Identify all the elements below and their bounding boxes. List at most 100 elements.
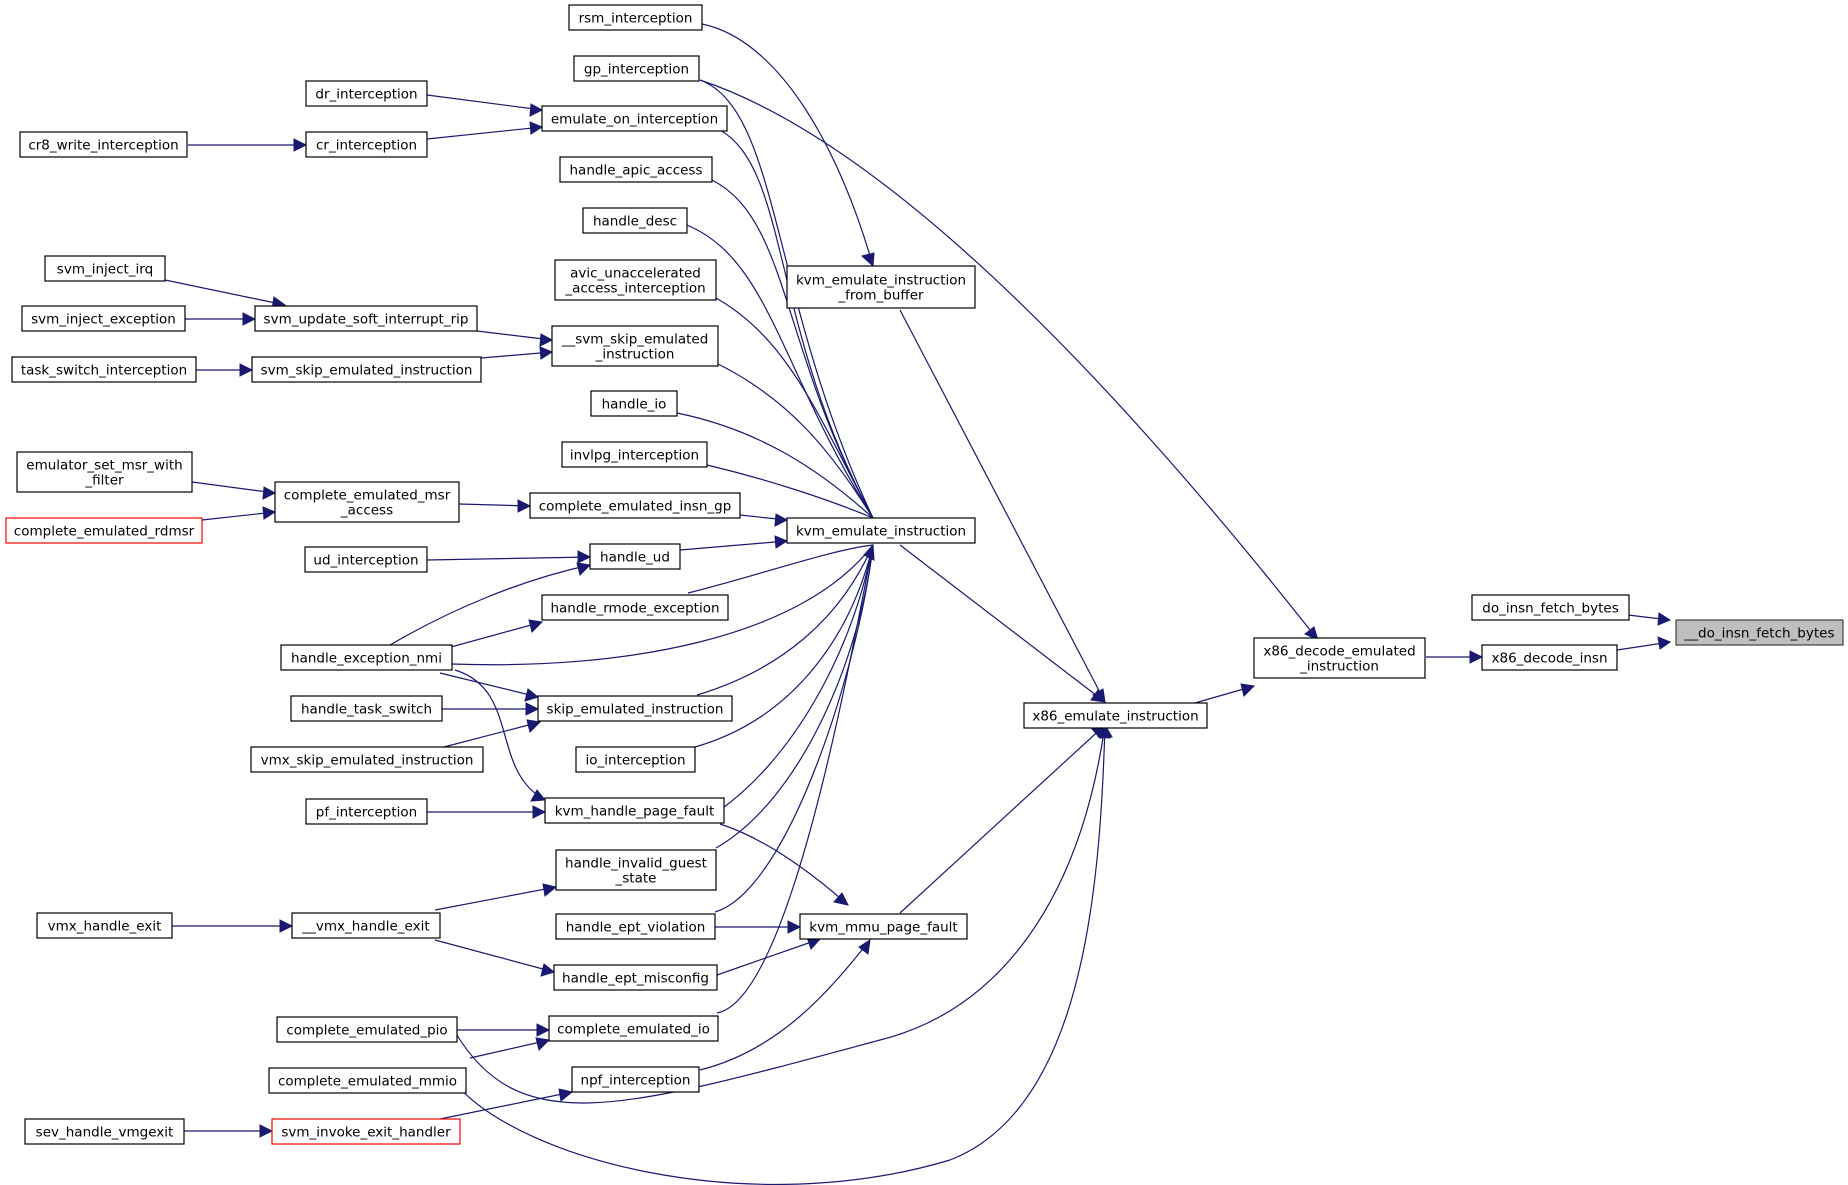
node-box[interactable] xyxy=(291,912,441,939)
node-complete-emulated-msr-access[interactable]: complete_emulated_msr_access xyxy=(274,481,460,523)
node-rsm-interception[interactable]: rsm_interception xyxy=(568,4,703,31)
node-svm-update-soft-interrupt-rip[interactable]: svm_update_soft_interrupt_rip xyxy=(254,305,478,332)
node-box[interactable] xyxy=(1675,619,1844,646)
node-x86-decode-emulated-instruction[interactable]: x86_decode_emulated_instruction xyxy=(1253,637,1426,679)
node-box[interactable] xyxy=(11,356,197,383)
node-box[interactable] xyxy=(551,325,719,367)
node-box[interactable] xyxy=(305,798,428,825)
node-box[interactable] xyxy=(561,441,708,468)
node-box[interactable] xyxy=(529,492,741,519)
node-avic-unaccelerated-access-interception[interactable]: avic_unaccelerated_access_interception xyxy=(554,259,717,301)
node-complete-emulated-io[interactable]: complete_emulated_io xyxy=(548,1015,719,1042)
node-svm-skip-emulated-instruction-inner[interactable]: __svm_skip_emulated_instruction xyxy=(551,325,719,367)
node-cr8-write-interception[interactable]: cr8_write_interception xyxy=(19,131,188,158)
node-box[interactable] xyxy=(305,131,428,158)
node-handle-rmode-exception[interactable]: handle_rmode_exception xyxy=(541,594,729,621)
node-box[interactable] xyxy=(250,746,484,773)
node-kvm-handle-page-fault[interactable]: kvm_handle_page_fault xyxy=(544,797,725,824)
node-box[interactable] xyxy=(568,4,703,31)
node-box[interactable] xyxy=(268,1067,467,1094)
node-handle-ud[interactable]: handle_ud xyxy=(589,543,681,570)
node-box[interactable] xyxy=(559,156,713,183)
node-box[interactable] xyxy=(544,797,725,824)
node-box[interactable] xyxy=(36,912,173,939)
node-svm-inject-irq[interactable]: svm_inject_irq xyxy=(44,255,166,282)
node-box[interactable] xyxy=(305,80,428,107)
node-box[interactable] xyxy=(274,481,460,523)
node-kvm-emulate-instruction[interactable]: kvm_emulate_instruction xyxy=(786,517,976,544)
node-box[interactable] xyxy=(590,390,678,417)
node-box[interactable] xyxy=(575,746,696,773)
node-box[interactable] xyxy=(276,1016,458,1043)
node-emulate-on-interception[interactable]: emulate_on_interception xyxy=(541,105,728,132)
node-task-switch-interception[interactable]: task_switch_interception xyxy=(11,356,197,383)
node-handle-invalid-guest-state[interactable]: handle_invalid_guest_state xyxy=(555,849,717,891)
node-box[interactable] xyxy=(304,546,428,573)
node-box[interactable] xyxy=(1471,594,1630,621)
node-box[interactable] xyxy=(16,451,193,493)
node-emulator-set-msr-with-filter[interactable]: emulator_set_msr_with_filter xyxy=(16,451,193,493)
node-do-insn-fetch-bytes[interactable]: do_insn_fetch_bytes xyxy=(1471,594,1630,621)
node-pf-interception[interactable]: pf_interception xyxy=(305,798,428,825)
node-gp-interception[interactable]: gp_interception xyxy=(573,55,700,82)
node-vmx-handle-exit-inner[interactable]: __vmx_handle_exit xyxy=(291,912,441,939)
node-x86-emulate-instruction[interactable]: x86_emulate_instruction xyxy=(1023,702,1208,729)
node-complete-emulated-pio[interactable]: complete_emulated_pio xyxy=(276,1016,458,1043)
node-box[interactable] xyxy=(541,594,729,621)
node-vmx-handle-exit[interactable]: vmx_handle_exit xyxy=(36,912,173,939)
node-box[interactable] xyxy=(786,517,976,544)
node-npf-interception[interactable]: npf_interception xyxy=(571,1066,700,1093)
node-ud-interception[interactable]: ud_interception xyxy=(304,546,428,573)
node-box[interactable] xyxy=(44,255,166,282)
node-handle-desc[interactable]: handle_desc xyxy=(582,207,688,234)
node-box[interactable] xyxy=(548,1015,719,1042)
node-box[interactable] xyxy=(254,305,478,332)
node-box[interactable] xyxy=(553,964,718,991)
node-handle-ept-violation[interactable]: handle_ept_violation xyxy=(555,913,716,940)
node-svm-invoke-exit-handler[interactable]: svm_invoke_exit_handler xyxy=(271,1118,461,1145)
node-box[interactable] xyxy=(24,1118,185,1145)
node-complete-emulated-rdmsr[interactable]: complete_emulated_rdmsr xyxy=(5,517,203,544)
node-box[interactable] xyxy=(1481,644,1618,671)
node-box[interactable] xyxy=(573,55,700,82)
node-box[interactable] xyxy=(799,913,968,940)
node-box[interactable] xyxy=(555,849,717,891)
node-do-insn-fetch-bytes-root[interactable]: __do_insn_fetch_bytes xyxy=(1675,619,1844,646)
node-invlpg-interception[interactable]: invlpg_interception xyxy=(561,441,708,468)
node-box[interactable] xyxy=(582,207,688,234)
node-skip-emulated-instruction[interactable]: skip_emulated_instruction xyxy=(537,695,733,722)
node-box[interactable] xyxy=(786,265,976,309)
node-box[interactable] xyxy=(1253,637,1426,679)
node-box[interactable] xyxy=(554,259,717,301)
node-kvm-emulate-instruction-from-buffer[interactable]: kvm_emulate_instruction_from_buffer xyxy=(786,265,976,309)
node-handle-io[interactable]: handle_io xyxy=(590,390,678,417)
node-svm-inject-exception[interactable]: svm_inject_exception xyxy=(21,305,186,332)
node-io-interception[interactable]: io_interception xyxy=(575,746,696,773)
node-box[interactable] xyxy=(589,543,681,570)
node-handle-apic-access[interactable]: handle_apic_access xyxy=(559,156,713,183)
node-complete-emulated-mmio[interactable]: complete_emulated_mmio xyxy=(268,1067,467,1094)
node-sev-handle-vmgexit[interactable]: sev_handle_vmgexit xyxy=(24,1118,185,1145)
node-box[interactable] xyxy=(19,131,188,158)
node-box[interactable] xyxy=(251,356,482,383)
node-cr-interception[interactable]: cr_interception xyxy=(305,131,428,158)
node-box[interactable] xyxy=(280,644,453,671)
node-x86-decode-insn[interactable]: x86_decode_insn xyxy=(1481,644,1618,671)
node-box[interactable] xyxy=(290,695,443,722)
node-complete-emulated-insn-gp[interactable]: complete_emulated_insn_gp xyxy=(529,492,741,519)
node-box[interactable] xyxy=(571,1066,700,1093)
node-box[interactable] xyxy=(1023,702,1208,729)
node-handle-exception-nmi[interactable]: handle_exception_nmi xyxy=(280,644,453,671)
node-kvm-mmu-page-fault[interactable]: kvm_mmu_page_fault xyxy=(799,913,968,940)
node-box[interactable] xyxy=(541,105,728,132)
node-dr-interception[interactable]: dr_interception xyxy=(305,80,428,107)
node-vmx-skip-emulated-instruction[interactable]: vmx_skip_emulated_instruction xyxy=(250,746,484,773)
node-box[interactable] xyxy=(537,695,733,722)
node-handle-ept-misconfig[interactable]: handle_ept_misconfig xyxy=(553,964,718,991)
node-svm-skip-emulated-instruction[interactable]: svm_skip_emulated_instruction xyxy=(251,356,482,383)
node-box[interactable] xyxy=(5,517,203,544)
node-box[interactable] xyxy=(21,305,186,332)
node-box[interactable] xyxy=(271,1118,461,1145)
node-box[interactable] xyxy=(555,913,716,940)
node-handle-task-switch[interactable]: handle_task_switch xyxy=(290,695,443,722)
